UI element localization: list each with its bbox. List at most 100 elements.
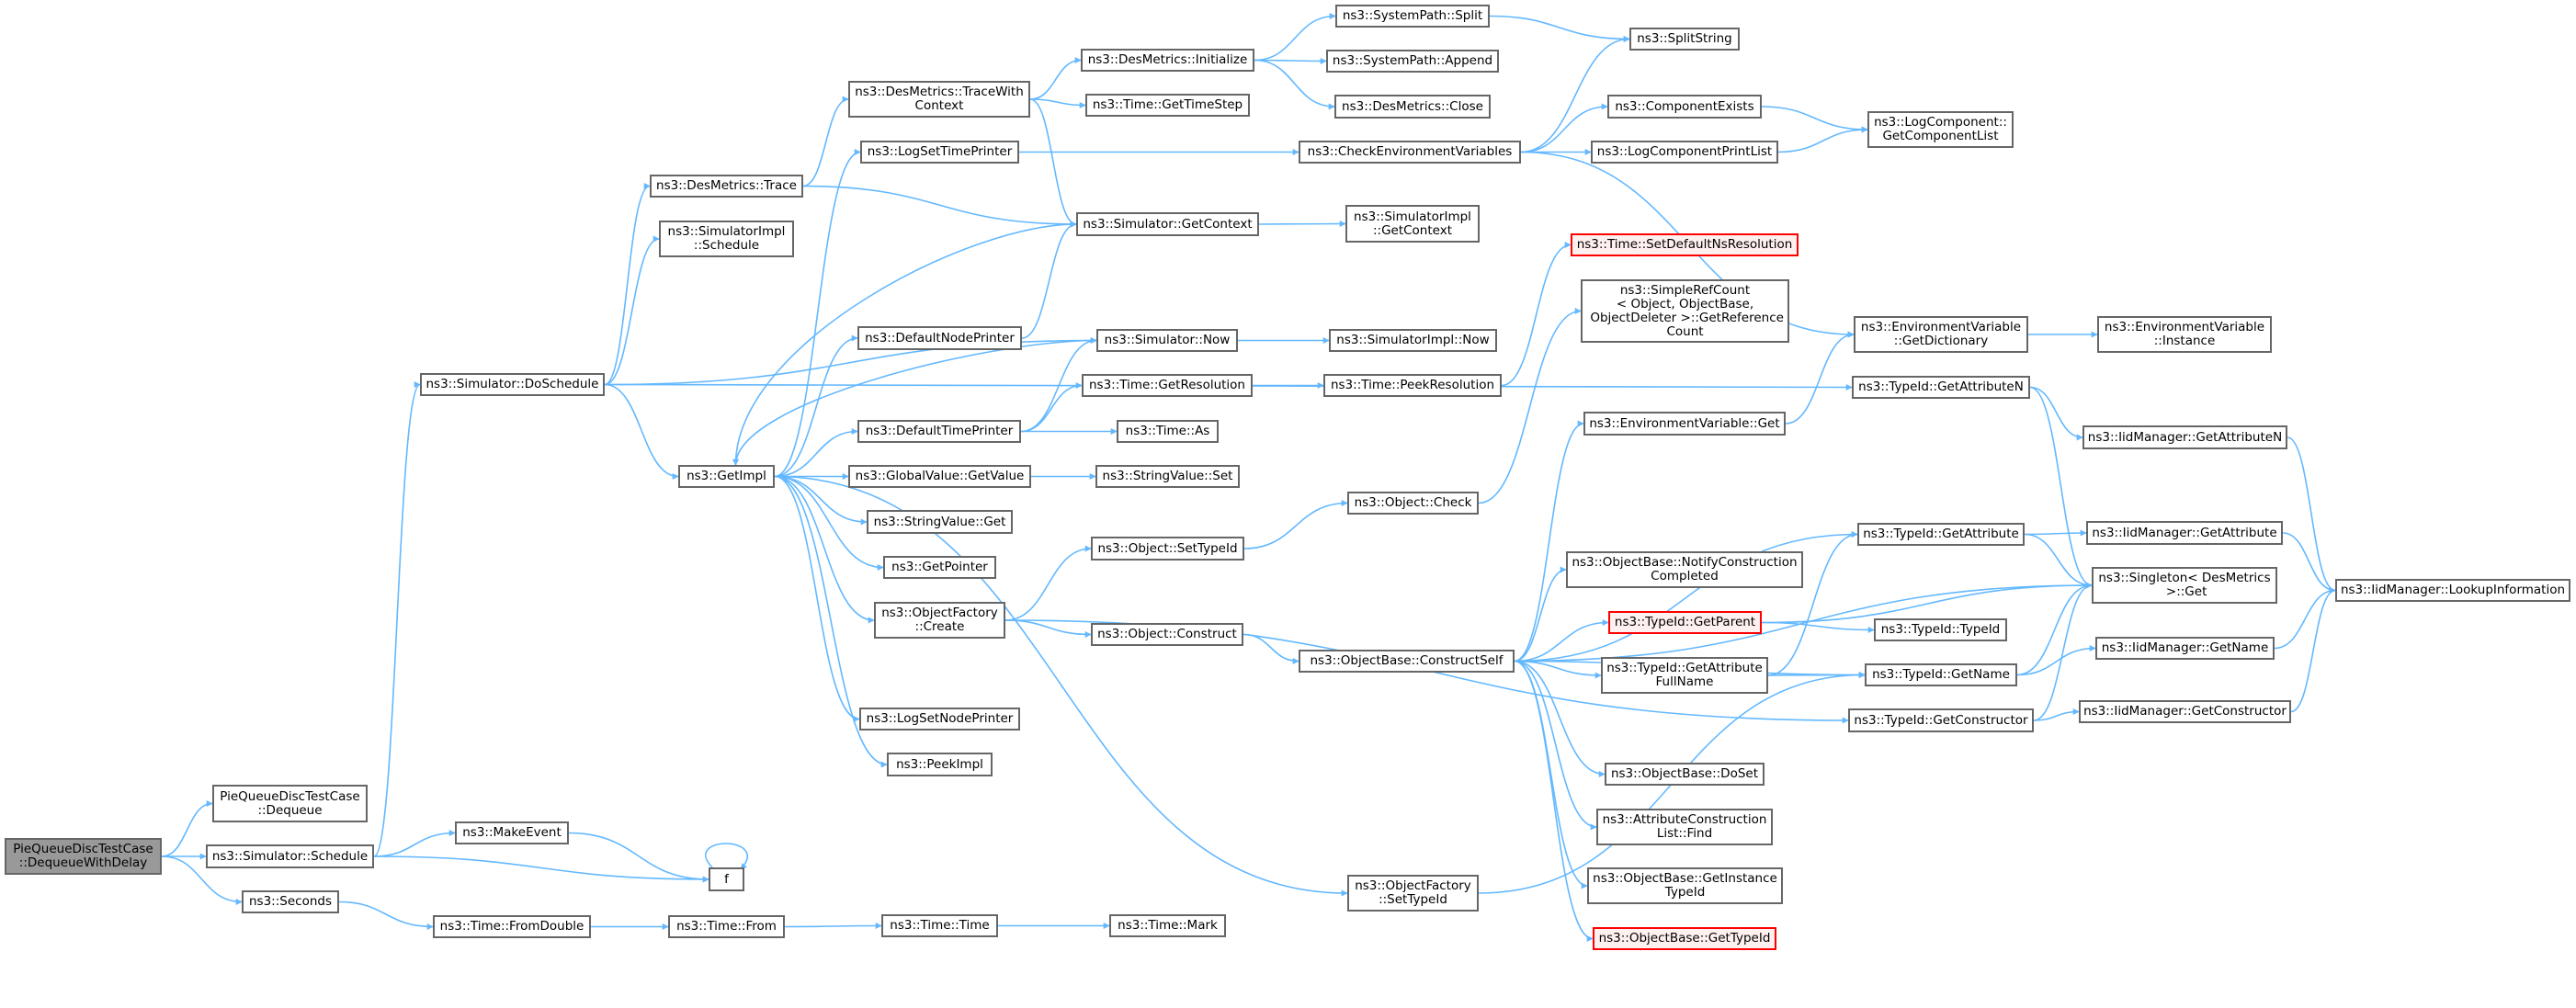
graph-node-ns3-stringvalue-set[interactable]: ns3::StringValue::Set [1095,465,1240,488]
graph-node-ns3-simulatorimpl-now[interactable]: ns3::SimulatorImpl::Now [1329,329,1497,352]
graph-node-ns3-objectbase-constructself[interactable]: ns3::ObjectBase::ConstructSelf [1299,650,1515,673]
call-edge [161,800,213,857]
graph-node-ns3-environmentvariable-getdictionary[interactable]: ns3::EnvironmentVariable::GetDictionary [1854,316,2028,353]
graph-node-ns3-iidmanager-getattributen[interactable]: ns3::IidManager::GetAttributeN [2082,425,2287,449]
graph-node-ns3-checkenvironmentvariables[interactable]: ns3::CheckEnvironmentVariables [1299,141,1521,164]
graph-node-ns3-objectbase-doset[interactable]: ns3::ObjectBase::DoSet [1605,763,1765,786]
graph-node-ns3-desmetrics-close[interactable]: ns3::DesMetrics::Close [1334,95,1491,119]
graph-node-ns3-typeid-getconstructor[interactable]: ns3::TypeId::GetConstructor [1848,708,2034,732]
graph-node-ns3-getimpl[interactable]: ns3::GetImpl [678,465,775,488]
graph-node-ns3-simulator-schedule[interactable]: ns3::Simulator::Schedule [206,844,374,868]
graph-node-label: ns3::SimpleRefCount [1619,282,1751,298]
graph-node-ns3-systempath-append[interactable]: ns3::SystemPath::Append [1326,50,1499,73]
graph-node-ns3-simulatorimpl-schedule[interactable]: ns3::SimulatorImpl::Schedule [659,221,794,257]
call-edge [1767,672,1866,679]
graph-node-ns3-typeid-getattribute[interactable]: ns3::TypeId::GetAttribute [1857,523,2025,546]
graph-node-ns3-simulatorimpl-getcontext[interactable]: ns3::SimulatorImpl::GetContext [1345,205,1480,243]
call-edge [373,381,421,857]
graph-node-label: ns3::Time::GetTimeStep [1092,97,1243,112]
graph-node-ns3-stringvalue-get[interactable]: ns3::StringValue::Get [867,510,1013,534]
graph-node-ns3-globalvalue-getvalue[interactable]: ns3::GlobalValue::GetValue [848,465,1031,488]
graph-node-ns3-desmetrics-trace[interactable]: ns3::DesMetrics::Trace [650,175,803,198]
graph-node-label: ns3::TypeId::GetAttribute [1863,527,2019,541]
graph-node-ns3-environmentvariable-get[interactable]: ns3::EnvironmentVariable::Get [1583,412,1786,436]
call-edge [2290,587,2336,713]
graph-node-ns3-makeevent[interactable]: ns3::MakeEvent [455,821,569,844]
graph-node-ns3-logcomponent-getcomponentlist[interactable]: ns3::LogComponent::GetComponentList [1867,111,2014,148]
graph-node-ns3-object-construct[interactable]: ns3::Object::Construct [1091,623,1243,646]
graph-node-ns3-objectfactory-settypeid[interactable]: ns3::ObjectFactory::SetTypeId [1347,875,1479,912]
graph-node-ns3-object-check[interactable]: ns3::Object::Check [1347,492,1479,515]
call-edge [1514,566,1567,663]
graph-node-ns3-time-from[interactable]: ns3::Time::From [668,915,785,938]
graph-node-ns3-typeid-typeid[interactable]: ns3::TypeId::TypeId [1874,618,2007,641]
graph-node-ns3-singleton-desmetrics-get[interactable]: ns3::Singleton< DesMetrics >::Get [2092,567,2277,604]
graph-node-ns3-iidmanager-getname[interactable]: ns3::IidManager::GetName [2095,637,2275,660]
graph-node-ns3-seconds[interactable]: ns3::Seconds [242,890,339,913]
graph-node-ns3-iidmanager-getattribute[interactable]: ns3::IidManager::GetAttribute [2086,521,2283,545]
graph-node-ns3-logsetnodeprinter[interactable]: ns3::LogSetNodePrinter [859,708,1020,731]
graph-node-ns3-splitstring[interactable]: ns3::SplitString [1629,28,1740,51]
call-edge [774,334,858,478]
graph-node-ns3-componentexists[interactable]: ns3::ComponentExists [1607,95,1762,119]
graph-node-ns3-time-setdefaultnsresolution[interactable]: ns3::Time::SetDefaultNsResolution [1571,233,1799,256]
call-edge [802,185,1077,228]
graph-node-ns3-logsettimeprinter[interactable]: ns3::LogSetTimePrinter [860,141,1019,164]
graph-node-ns3-time-peekresolution[interactable]: ns3::Time::PeekResolution [1323,374,1502,397]
graph-node-ns3-time-gettimestep[interactable]: ns3::Time::GetTimeStep [1085,94,1250,117]
graph-node-ns3-getpointer[interactable]: ns3::GetPointer [883,556,996,579]
graph-node-ns3-desmetrics-initialize[interactable]: ns3::DesMetrics::Initialize [1081,49,1254,72]
call-edge [1489,15,1630,42]
graph-node-label: ns3::LogSetNodePrinter [866,711,1014,726]
graph-node-ns3-typeid-getattributen[interactable]: ns3::TypeId::GetAttributeN [1852,376,2030,399]
graph-node-label: ::Dequeue [257,802,323,818]
graph-node-label: ns3::MakeEvent [462,825,562,840]
call-edge [1029,98,1077,228]
graph-node-ns3-defaultnodeprinter[interactable]: ns3::DefaultNodePrinter [857,326,1022,350]
graph-node-ns3-typeid-getname[interactable]: ns3::TypeId::GetName [1865,663,2017,686]
graph-node-ns3-environmentvariable-instance[interactable]: ns3::EnvironmentVariable::Instance [2097,316,2272,353]
graph-node-piequeuedisctestcase-dequeue[interactable]: PieQueueDiscTestCase::Dequeue [212,785,368,822]
graph-node-ns3-simulator-getcontext[interactable]: ns3::Simulator::GetContext [1076,212,1259,236]
graph-node-label: ns3::SplitString [1637,31,1732,46]
graph-node-ns3-iidmanager-lookupinformation[interactable]: ns3::IidManager::LookupInformation [2335,579,2570,602]
graph-node-ns3-object-settypeid[interactable]: ns3::Object::SetTypeId [1091,537,1244,561]
graph-node-label: ns3::ObjectBase::NotifyConstruction [1572,555,1798,570]
graph-node-ns3-typeid-getparent[interactable]: ns3::TypeId::GetParent [1608,611,1762,634]
graph-node-label: ns3::LogSetTimePrinter [867,144,1013,159]
graph-node-ns3-objectbase-gettypeid[interactable]: ns3::ObjectBase::GetTypeId [1593,927,1776,950]
graph-node-ns3-time-mark[interactable]: ns3::Time::Mark [1109,914,1226,937]
graph-node-ns3-systempath-split[interactable]: ns3::SystemPath::Split [1335,5,1490,28]
call-edge [2287,436,2336,594]
graph-node-label: ns3::GlobalValue::GetValue [855,469,1025,483]
graph-node-piequeuedisctestcase-dequeuewithdelay[interactable]: PieQueueDiscTestCase::DequeueWithDelay [5,838,162,875]
graph-node-label: ns3::Simulator::DoSchedule [426,377,599,391]
graph-node-ns3-simplerefcount-object-objectbase-objectdeleter-getreferencecount[interactable]: ns3::SimpleRefCount< Object, ObjectBase,… [1581,279,1789,343]
graph-node-ns3-logcomponentprintlist[interactable]: ns3::LogComponentPrintList [1591,141,1778,164]
graph-node-ns3-time-time[interactable]: ns3::Time::Time [881,914,998,937]
graph-node-ns3-simulator-doschedule[interactable]: ns3::Simulator::DoSchedule [420,373,605,396]
graph-node-ns3-defaulttimeprinter[interactable]: ns3::DefaultTimePrinter [857,420,1021,443]
graph-node-ns3-peekimpl[interactable]: ns3::PeekImpl [887,753,993,776]
graph-node-ns3-simulator-now[interactable]: ns3::Simulator::Now [1096,329,1238,352]
graph-node-label: ns3::TypeId::GetConstructor [1854,712,2028,728]
graph-node-ns3-time-fromdouble[interactable]: ns3::Time::FromDouble [433,915,591,938]
graph-node-label: ns3::EnvironmentVariable [1860,320,2022,334]
graph-node-label: ns3::DefaultNodePrinter [865,330,1015,345]
graph-node-label: ns3::DesMetrics::Close [1342,98,1483,114]
call-edge [1514,531,1858,663]
graph-node-label: ns3::DesMetrics::Initialize [1087,52,1248,67]
graph-node-ns3-time-getresolution[interactable]: ns3::Time::GetResolution [1082,374,1253,397]
graph-node-ns3-time-as[interactable]: ns3::Time::As [1117,420,1219,443]
graph-node-label: Count [1666,323,1704,339]
graph-node-ns3-iidmanager-getconstructor[interactable]: ns3::IidManager::GetConstructor [2079,700,2291,723]
graph-node-label: ns3::EnvironmentVariable::Get [1589,415,1780,431]
graph-node-ns3-objectfactory-create[interactable]: ns3::ObjectFactory::Create [874,602,1005,639]
graph-node-label: Completed [1651,569,1719,583]
graph-node-f[interactable]: f [709,867,744,891]
